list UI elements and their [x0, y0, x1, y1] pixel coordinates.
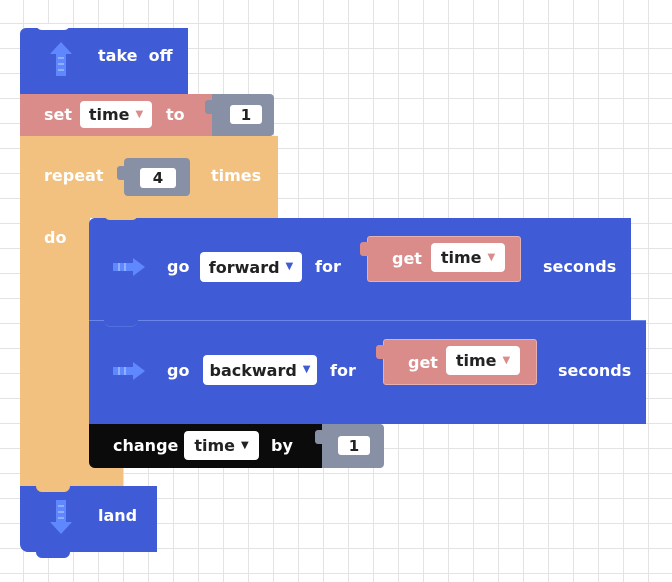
arrow-down-icon	[50, 500, 72, 534]
get-forward-notch	[360, 242, 368, 256]
direction-value-backward: backward	[209, 360, 297, 380]
repeat-label: repeat	[44, 166, 104, 185]
set-variable-dropdown[interactable]: time ▼	[80, 101, 152, 128]
land-top-notch	[36, 486, 70, 492]
by-label: by	[271, 436, 293, 455]
direction-dropdown-backward[interactable]: backward ▼	[203, 355, 317, 385]
get-backward-notch	[376, 345, 384, 359]
go-backward-seconds-label: seconds	[558, 361, 632, 380]
go-forward-block[interactable]	[89, 218, 631, 320]
land-bottom-tab	[36, 552, 70, 558]
dropdown-caret-icon: ▼	[487, 251, 496, 263]
block-divider	[138, 320, 646, 321]
dropdown-caret-icon: ▼	[302, 364, 311, 375]
direction-value-forward: forward	[208, 257, 280, 277]
do-label: do	[44, 228, 67, 247]
get-variable-dropdown-forward[interactable]: time ▼	[431, 243, 505, 272]
change-value-input[interactable]: 1	[338, 436, 370, 455]
go-forward-seconds-label: seconds	[543, 257, 617, 276]
go-backward-block[interactable]	[89, 320, 646, 424]
arrow-right-icon	[113, 258, 145, 276]
dropdown-caret-icon: ▼	[240, 439, 249, 451]
times-label: times	[211, 166, 262, 185]
arrow-right-icon	[113, 362, 145, 380]
arrow-up-icon	[50, 42, 72, 76]
takeoff-top-notch	[36, 24, 70, 30]
set-variable-name: time	[88, 105, 130, 124]
repeat-arm	[20, 218, 90, 486]
go-forward-for-label: for	[315, 257, 341, 276]
to-label: to	[166, 105, 185, 124]
go-backward-go-label: go	[167, 361, 190, 380]
change-label: change	[113, 436, 179, 455]
repeat-count-input[interactable]: 4	[140, 168, 176, 188]
block-divider	[89, 320, 104, 321]
change-value-notch	[315, 430, 323, 444]
change-variable-dropdown[interactable]: time ▼	[184, 431, 259, 460]
land-block[interactable]	[20, 486, 157, 552]
go-forward-top-notch	[104, 214, 138, 220]
get-variable-name-backward: time	[455, 351, 497, 370]
takeoff-label: take off	[98, 46, 173, 65]
set-value-notch	[205, 100, 213, 114]
go-backward-for-label: for	[330, 361, 356, 380]
go-forward-go-label: go	[167, 257, 190, 276]
dropdown-caret-icon: ▼	[135, 108, 144, 120]
set-value-input[interactable]: 1	[230, 105, 262, 124]
direction-dropdown-forward[interactable]: forward ▼	[200, 252, 302, 282]
get-backward-label: get	[408, 353, 438, 372]
get-variable-dropdown-backward[interactable]: time ▼	[446, 346, 520, 375]
dropdown-caret-icon: ▼	[502, 354, 511, 366]
dropdown-caret-icon: ▼	[285, 261, 294, 272]
repeat-count-notch	[117, 166, 125, 180]
get-variable-name-forward: time	[440, 248, 482, 267]
change-variable-name: time	[194, 436, 235, 455]
set-label: set	[44, 105, 73, 124]
go-backward-top-notch	[104, 320, 138, 327]
takeoff-block[interactable]	[20, 28, 188, 94]
get-forward-label: get	[392, 249, 422, 268]
land-label: land	[98, 506, 138, 525]
